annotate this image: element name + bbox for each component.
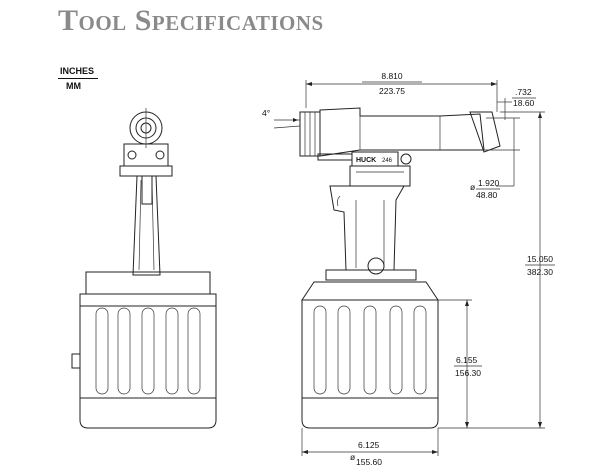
units-primary: INCHES xyxy=(60,66,95,76)
side-rib xyxy=(413,305,427,395)
dim-angle: 4° xyxy=(262,108,270,118)
front-head-screw-left xyxy=(127,150,137,160)
side-stroke-guide xyxy=(317,153,353,161)
side-barrel xyxy=(319,107,485,157)
side-label-brand: HUCK xyxy=(356,157,376,164)
side-label-knob xyxy=(400,153,412,165)
side-base-neck xyxy=(325,269,417,281)
side-rib xyxy=(337,305,351,395)
side-label-model: 246 xyxy=(382,158,393,164)
units-legend: INCHES MM xyxy=(58,66,106,91)
front-rib xyxy=(95,307,109,395)
dim-diameter-prefix: ø xyxy=(470,182,475,192)
side-head-collar xyxy=(349,165,411,187)
dim-angle-line-b xyxy=(273,125,301,129)
dim-width-mm: 155.60 xyxy=(356,457,382,467)
front-rib xyxy=(117,307,131,395)
front-rib xyxy=(187,307,201,395)
dim-height-in: 15.050 xyxy=(527,254,553,264)
front-head-screw-right xyxy=(155,150,165,160)
dim-angle-arrow xyxy=(293,118,298,122)
front-rib xyxy=(165,307,179,395)
front-side-port xyxy=(71,353,81,369)
side-rib xyxy=(389,305,403,395)
side-view: HUCK 246 xyxy=(299,107,501,429)
front-head-collar xyxy=(119,165,173,177)
front-view xyxy=(71,108,217,429)
dim-width-in: 6.125 xyxy=(358,440,380,450)
side-air-valve xyxy=(367,257,385,275)
dim-length-mm: 223.75 xyxy=(379,86,405,96)
front-trigger xyxy=(141,175,153,205)
side-base-body xyxy=(301,299,439,429)
front-base-body xyxy=(79,293,217,429)
side-rib xyxy=(313,305,327,395)
dim-offset-mm: 18.60 xyxy=(513,98,535,108)
side-rib xyxy=(363,305,377,395)
dim-width-prefix: ø xyxy=(350,452,355,462)
dim-offset-in: .732 xyxy=(515,87,532,97)
dim-diameter-in: 1.920 xyxy=(478,178,500,188)
side-trigger xyxy=(336,195,341,207)
side-base-shoulder xyxy=(301,281,439,301)
side-handle xyxy=(329,185,405,271)
front-handle xyxy=(132,175,161,276)
dimension-lines: 8.810 223.75 .732 18.60 4° ø 1.920 48.80… xyxy=(262,71,555,467)
page-title: Tool Specifications xyxy=(58,4,324,37)
front-handle-line-left xyxy=(138,179,142,271)
dim-height-mm: 382.30 xyxy=(527,267,553,277)
dim-base-mm: 156.30 xyxy=(455,368,481,378)
dim-diameter-mm: 48.80 xyxy=(476,190,498,200)
dim-length-in: 8.810 xyxy=(381,71,403,81)
side-barrel-end xyxy=(469,111,501,153)
units-secondary: MM xyxy=(66,81,81,91)
front-rib xyxy=(141,307,155,395)
units-divider xyxy=(58,78,98,79)
dim-base-in: 6.155 xyxy=(456,355,478,365)
